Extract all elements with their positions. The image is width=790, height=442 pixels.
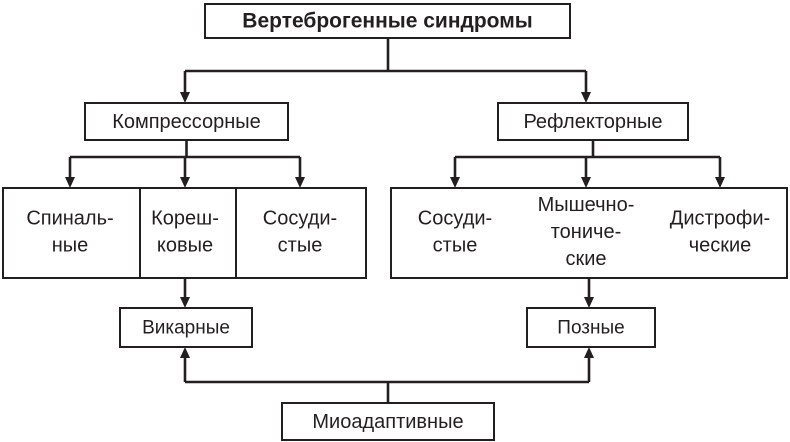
node-poznye-box xyxy=(526,307,656,348)
group-compression-subtypes: Спиналь-ные Кореш-ковые Сосуди-стые xyxy=(2,187,367,279)
node-kompressornye[interactable]: Компрессорные xyxy=(84,102,289,141)
connector-kompressornye-to-level3 xyxy=(65,140,305,188)
cell-label: Сосуди-стые xyxy=(263,208,337,257)
node-mioadaptivnye-box xyxy=(281,402,495,441)
node-poznye-label: Позные xyxy=(557,318,624,339)
node-kompressornye-box xyxy=(84,102,289,141)
node-title-box xyxy=(204,3,571,39)
connector-level3-to-level4 xyxy=(180,278,594,308)
group-right-cells: Сосуди-стые Мышечно-тониче-ские Дистрофи-ч… xyxy=(418,194,770,270)
node-vertebrogenic-syndromes[interactable]: Вертеброгенные синдромы xyxy=(204,3,571,39)
connector-mioadaptivnye-to-level4 xyxy=(180,347,594,403)
node-reflektornye[interactable]: Рефлекторные xyxy=(497,102,689,141)
cell-label: Мышечно-тониче-ские xyxy=(538,194,635,270)
cell-label: Кореш-ковые xyxy=(151,208,219,257)
cell-label: Сосуди-стые xyxy=(418,208,492,257)
group-right-box xyxy=(390,187,788,279)
node-poznye[interactable]: Позные xyxy=(526,307,656,348)
connector-reflektornye-to-level3 xyxy=(450,140,725,188)
node-title-label: Вертеброгенные синдромы xyxy=(242,10,532,33)
node-mioadaptivnye[interactable]: Миоадаптивные xyxy=(281,402,495,441)
node-vikarnye[interactable]: Викарные xyxy=(119,307,253,348)
group-left-box xyxy=(2,187,367,279)
group-left-dividers xyxy=(139,188,237,278)
group-reflex-subtypes: Сосуди-стые Мышечно-тониче-ские Дистрофи-ч… xyxy=(390,187,788,279)
node-reflektornye-label: Рефлекторные xyxy=(523,111,662,133)
cell-label: Дистрофи-ческие xyxy=(670,208,770,257)
node-reflektornye-box xyxy=(497,102,689,141)
node-vikarnye-label: Викарные xyxy=(142,318,230,339)
group-left-cells: Спиналь-ные Кореш-ковые Сосуди-стые xyxy=(26,208,337,257)
cell-label: Спиналь-ные xyxy=(26,208,113,257)
connector-title-to-level2 xyxy=(180,38,591,103)
node-kompressornye-label: Компрессорные xyxy=(112,111,261,133)
node-mioadaptivnye-label: Миоадаптивные xyxy=(312,411,463,433)
node-vikarnye-box xyxy=(119,307,253,348)
